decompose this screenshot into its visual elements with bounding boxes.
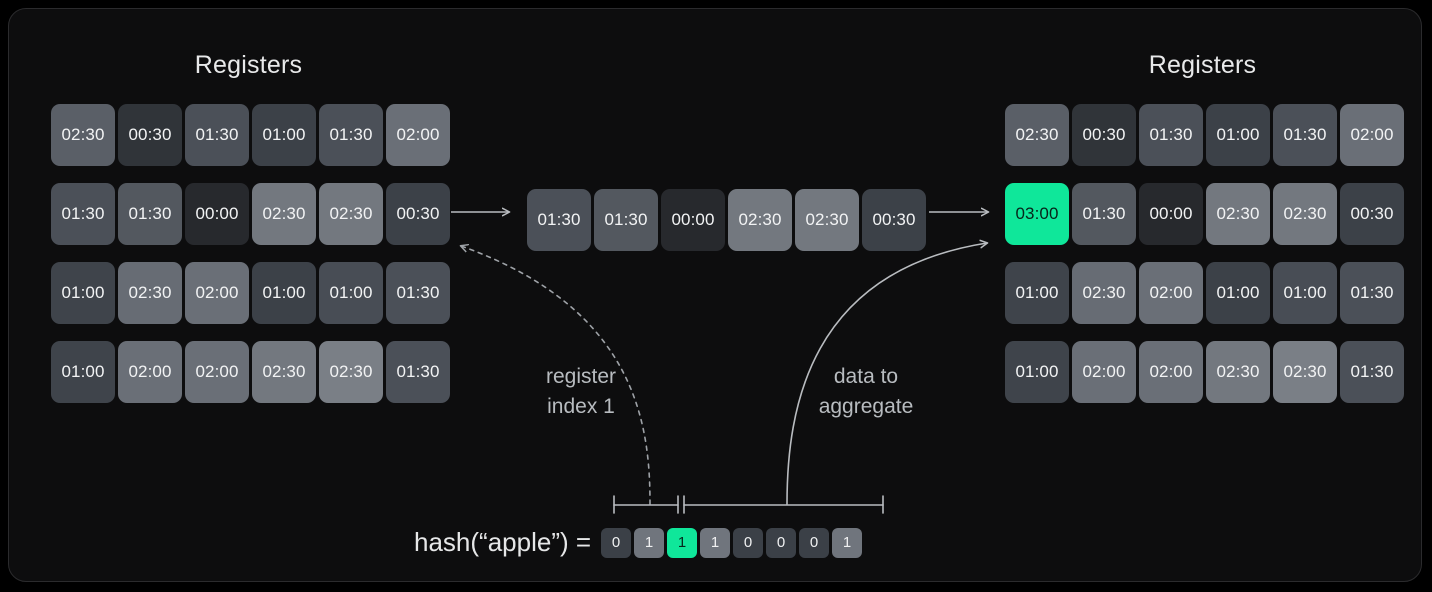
register-cell[interactable]: 02:00 bbox=[1072, 341, 1136, 403]
caption-register-index: register index 1 bbox=[545, 365, 617, 418]
hash-bit-highlighted[interactable]: 1 bbox=[667, 527, 698, 558]
register-cell[interactable]: 01:00 bbox=[1005, 341, 1069, 403]
register-cell[interactable]: 01:30 bbox=[1139, 104, 1203, 166]
register-cell[interactable]: 01:00 bbox=[51, 262, 115, 324]
register-cell[interactable]: 02:00 bbox=[1139, 262, 1203, 324]
register-cell[interactable]: 02:30 bbox=[1206, 341, 1270, 403]
register-cell[interactable]: 02:30 bbox=[319, 183, 383, 245]
caption-data-to-aggregate: data to aggregate bbox=[818, 365, 914, 418]
register-cell[interactable]: 02:30 bbox=[51, 104, 115, 166]
register-cell[interactable]: 01:00 bbox=[252, 262, 316, 324]
hash-bit[interactable]: 0 bbox=[733, 527, 764, 558]
register-cell[interactable]: 01:30 bbox=[185, 104, 249, 166]
register-cell[interactable]: 02:00 bbox=[118, 341, 182, 403]
register-cell[interactable]: 00:30 bbox=[386, 183, 450, 245]
register-cell[interactable]: 01:30 bbox=[1072, 183, 1136, 245]
register-cell[interactable]: 01:30 bbox=[319, 104, 383, 166]
hash-bit[interactable]: 1 bbox=[634, 527, 665, 558]
register-cell[interactable]: 01:30 bbox=[51, 183, 115, 245]
register-cell[interactable]: 01:30 bbox=[1273, 104, 1337, 166]
hash-bit[interactable]: 0 bbox=[799, 527, 830, 558]
middle-register-cell[interactable]: 00:00 bbox=[661, 189, 725, 251]
register-cell[interactable]: 02:30 bbox=[1005, 104, 1069, 166]
register-cell[interactable]: 00:30 bbox=[118, 104, 182, 166]
register-cell[interactable]: 02:00 bbox=[386, 104, 450, 166]
register-cell[interactable]: 01:00 bbox=[51, 341, 115, 403]
right-grid-title: Registers bbox=[1148, 51, 1257, 79]
register-cell[interactable]: 02:00 bbox=[1340, 104, 1404, 166]
middle-register-cell[interactable]: 01:30 bbox=[527, 189, 591, 251]
register-cell[interactable]: 02:00 bbox=[1139, 341, 1203, 403]
register-cell[interactable]: 02:30 bbox=[1072, 262, 1136, 324]
register-cell[interactable]: 01:30 bbox=[386, 262, 450, 324]
register-cell[interactable]: 01:00 bbox=[1273, 262, 1337, 324]
register-cell[interactable]: 02:30 bbox=[252, 341, 316, 403]
hash-bit[interactable]: 0 bbox=[766, 527, 797, 558]
register-cell[interactable]: 02:30 bbox=[1206, 183, 1270, 245]
middle-register-cell[interactable]: 02:30 bbox=[795, 189, 859, 251]
register-cell[interactable]: 02:30 bbox=[1273, 341, 1337, 403]
register-cell[interactable]: 01:30 bbox=[1340, 341, 1404, 403]
middle-register-cell[interactable]: 00:30 bbox=[862, 189, 926, 251]
register-cell[interactable]: 02:30 bbox=[1273, 183, 1337, 245]
register-cell[interactable]: 01:00 bbox=[319, 262, 383, 324]
middle-register-cell[interactable]: 01:30 bbox=[594, 189, 658, 251]
register-cell[interactable]: 02:00 bbox=[185, 341, 249, 403]
register-cell[interactable]: 02:00 bbox=[185, 262, 249, 324]
register-cell[interactable]: 00:30 bbox=[1340, 183, 1404, 245]
middle-register-cell[interactable]: 02:30 bbox=[728, 189, 792, 251]
register-cell[interactable]: 02:30 bbox=[319, 341, 383, 403]
hash-bit[interactable]: 1 bbox=[700, 527, 731, 558]
hash-bit[interactable]: 1 bbox=[832, 527, 863, 558]
register-cell[interactable]: 01:00 bbox=[1206, 104, 1270, 166]
left-grid-title: Registers bbox=[194, 51, 303, 79]
register-cell[interactable]: 01:00 bbox=[252, 104, 316, 166]
register-cell[interactable]: 00:00 bbox=[185, 183, 249, 245]
register-cell[interactable]: 02:30 bbox=[252, 183, 316, 245]
register-cell[interactable]: 01:00 bbox=[1005, 262, 1069, 324]
register-cell[interactable]: 02:30 bbox=[118, 262, 182, 324]
register-cell[interactable]: 01:30 bbox=[386, 341, 450, 403]
register-cell[interactable]: 01:30 bbox=[1340, 262, 1404, 324]
register-cell[interactable]: 00:30 bbox=[1072, 104, 1136, 166]
register-cell[interactable]: 01:00 bbox=[1206, 262, 1270, 324]
register-cell[interactable]: 00:00 bbox=[1139, 183, 1203, 245]
hash-bit[interactable]: 0 bbox=[601, 527, 632, 558]
hash-label: hash(“apple”) = bbox=[414, 527, 592, 557]
register-cell-highlighted[interactable]: 03:00 bbox=[1005, 183, 1069, 245]
register-cell[interactable]: 01:30 bbox=[118, 183, 182, 245]
